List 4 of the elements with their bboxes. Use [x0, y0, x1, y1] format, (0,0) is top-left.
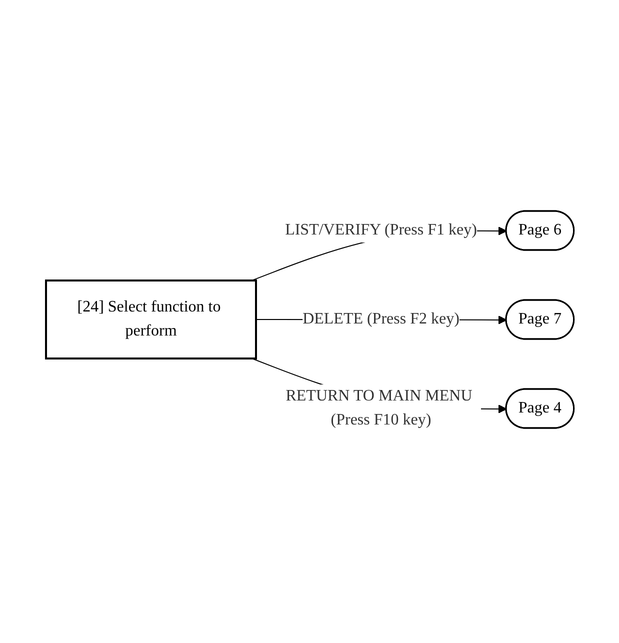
edge-label: RETURN TO MAIN MENU (Press F10 key) [285, 387, 472, 428]
edge-label: LIST/VERIFY (Press F1 key) [284, 221, 476, 238]
edge-label: DELETE (Press F2 key) [302, 310, 459, 328]
node-box: [24] Select function to perform [44, 279, 257, 360]
